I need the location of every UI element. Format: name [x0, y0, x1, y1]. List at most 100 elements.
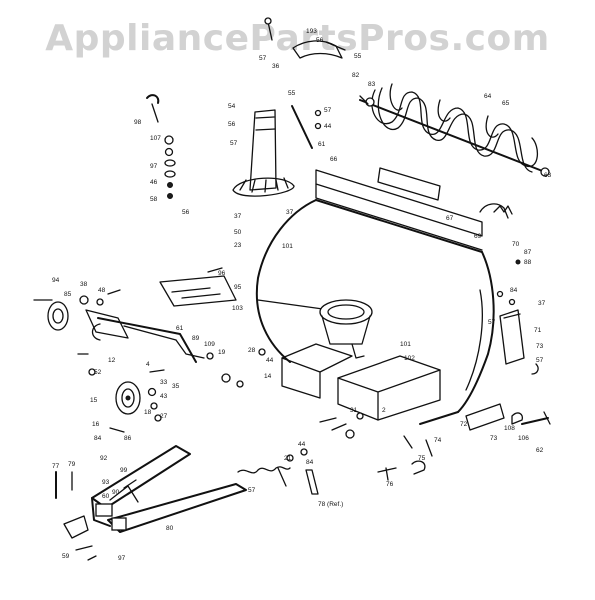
- callout-78: 78 (Ref.): [318, 501, 343, 508]
- callout-65: 65: [502, 100, 510, 107]
- callout-86: 86: [124, 435, 132, 442]
- auger-assembly: [359, 83, 550, 177]
- callout-37a: 37: [234, 213, 242, 220]
- callout-61b: 61: [176, 325, 184, 332]
- callout-4: 4: [146, 361, 150, 368]
- watermark: AppliancePartsPros.com: [45, 18, 550, 59]
- callout-28: 28: [248, 347, 256, 354]
- callout-56b: 56: [228, 121, 236, 128]
- callout-18: 18: [144, 409, 152, 416]
- callout-2: 2: [382, 407, 386, 414]
- callout-23: 23: [234, 242, 242, 249]
- callout-38: 38: [80, 281, 88, 288]
- callout-12: 12: [108, 357, 116, 364]
- callout-101b: 101: [400, 341, 411, 348]
- callout-62: 62: [536, 447, 544, 454]
- callout-103: 103: [232, 305, 243, 312]
- callout-97b: 97: [118, 555, 126, 562]
- callout-61a: 61: [318, 141, 326, 148]
- callout-52: 52: [94, 369, 102, 376]
- chute-rod: [291, 105, 322, 149]
- callout-63: 63: [544, 172, 552, 179]
- callout-108: 108: [504, 425, 515, 432]
- callout-70: 70: [512, 241, 520, 248]
- pulley-assembly: [77, 348, 266, 433]
- callout-88: 88: [524, 259, 532, 266]
- callout-55a: 55: [354, 53, 362, 60]
- callout-57d: 57: [488, 319, 496, 326]
- callout-98: 98: [134, 119, 142, 126]
- callout-33: 33: [160, 379, 168, 386]
- callout-85: 85: [64, 291, 72, 298]
- frame-assembly: [91, 445, 247, 533]
- callout-19: 19: [218, 349, 226, 356]
- callout-58: 58: [150, 196, 158, 203]
- callout-15: 15: [90, 397, 98, 404]
- callout-43: 43: [160, 393, 168, 400]
- callout-57f: 57: [248, 487, 256, 494]
- auger-housing: [255, 199, 495, 425]
- callout-94: 94: [52, 277, 60, 284]
- callout-54: 54: [228, 103, 236, 110]
- callout-56c: 56: [182, 209, 190, 216]
- callout-101a: 101: [282, 243, 293, 250]
- callout-44c: 44: [298, 441, 306, 448]
- callout-92: 92: [100, 455, 108, 462]
- callout-37c: 37: [538, 300, 546, 307]
- callout-57b: 57: [324, 107, 332, 114]
- callout-72: 72: [460, 421, 468, 428]
- callout-96: 96: [218, 270, 226, 277]
- callout-66: 66: [330, 156, 338, 163]
- callout-77: 77: [52, 463, 60, 470]
- callout-16: 16: [92, 421, 100, 428]
- callout-74: 74: [434, 437, 442, 444]
- callout-193: 193: [306, 28, 317, 35]
- chute-deflector: [264, 17, 346, 59]
- callout-55b: 55: [288, 90, 296, 97]
- callout-46a: 46: [150, 179, 158, 186]
- callout-57e: 57: [536, 357, 544, 364]
- callout-99: 99: [120, 467, 128, 474]
- scraper-bar: [315, 167, 513, 251]
- small-parts: [55, 412, 433, 561]
- callout-59: 59: [62, 553, 70, 560]
- callout-69: 69: [474, 233, 482, 240]
- callout-67: 67: [446, 215, 454, 222]
- callout-73b: 73: [490, 435, 498, 442]
- callout-75: 75: [418, 455, 426, 462]
- callout-71: 71: [534, 327, 542, 334]
- callout-79: 79: [68, 461, 76, 468]
- callout-93: 93: [102, 479, 110, 486]
- callout-84a: 84: [510, 287, 518, 294]
- callout-labels: 193 56 57 36 55 55 57 44 61 54 56 57 82 …: [52, 28, 552, 562]
- callout-89: 89: [192, 335, 200, 342]
- callout-76: 76: [386, 481, 394, 488]
- callout-80: 80: [166, 525, 174, 532]
- callout-27: 27: [160, 413, 168, 420]
- callout-44a: 44: [324, 123, 332, 130]
- drive-shaft: [33, 289, 205, 363]
- callout-50: 50: [234, 229, 242, 236]
- skid-shoe: [496, 259, 539, 375]
- callout-36a: 36: [272, 63, 280, 70]
- callout-37b: 37: [286, 209, 294, 216]
- callout-97a: 97: [150, 163, 158, 170]
- callout-44b: 44: [266, 357, 274, 364]
- callout-87: 87: [524, 249, 532, 256]
- callout-21: 21: [284, 455, 292, 462]
- chute-crank: [146, 94, 176, 199]
- callout-84b: 84: [94, 435, 102, 442]
- callout-35: 35: [172, 383, 180, 390]
- callout-57c: 57: [230, 140, 238, 147]
- callout-90: 90: [112, 489, 120, 496]
- housing-bottom: [281, 343, 551, 431]
- callout-106: 106: [518, 435, 529, 442]
- callout-83: 83: [368, 81, 376, 88]
- callout-56-top: 56: [316, 37, 324, 44]
- callout-14: 14: [264, 373, 272, 380]
- callout-82: 82: [352, 72, 360, 79]
- callout-73: 73: [536, 343, 544, 350]
- callout-102: 102: [404, 355, 415, 362]
- callout-48: 48: [98, 287, 106, 294]
